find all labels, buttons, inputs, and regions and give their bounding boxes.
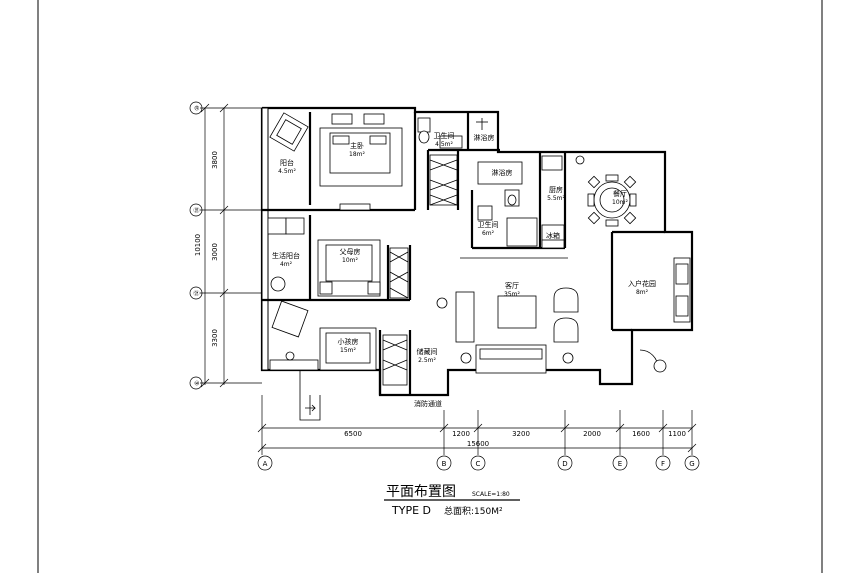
room-fridge-name: 冰箱: [546, 231, 560, 240]
room-master-area: 18m²: [349, 151, 365, 158]
dim-left-2: 3000: [211, 243, 219, 261]
axis-e: E: [618, 460, 622, 468]
dim-left-total: 10100: [194, 234, 202, 256]
axis-d: D: [562, 460, 567, 468]
axis-bubbles-bottom: A B C D E F G: [257, 455, 700, 471]
room-living-area: 35m²: [504, 291, 520, 298]
room-storage-name: 储藏间: [417, 347, 438, 356]
dim-bottom-5: 1600: [632, 430, 650, 438]
inner-walls: [262, 112, 665, 395]
axis-left-marker: [189, 101, 203, 390]
room-garden-name: 入户花园: [628, 279, 656, 288]
room-parents-name: 父母房: [340, 247, 361, 256]
caption-scale: SCALE=1:80: [472, 491, 510, 498]
room-utility-area: 4m²: [280, 261, 293, 268]
dim-bottom-6: 1100: [668, 430, 686, 438]
dim-bottom-4: 2000: [583, 430, 601, 438]
room-shower1-name: 淋浴房: [474, 133, 495, 142]
room-master-name: 主卧: [350, 141, 364, 150]
dim-bottom-3: 3200: [512, 430, 530, 438]
room-bath1-name: 卫生间: [434, 131, 455, 140]
room-corridor-name: 消防通道: [414, 399, 442, 408]
axis-bubbles-left: ⑩ ⑭ ⑫ ⑥: [193, 105, 201, 385]
room-bath2-name: 卫生间: [478, 220, 499, 229]
dim-left-1: 3800: [211, 151, 219, 169]
room-dining-area: 10m²: [612, 199, 628, 206]
left-dimensions: 3800 3000 3300 10100: [189, 101, 262, 390]
dim-bottom-total: 15600: [467, 440, 489, 448]
dim-bottom-1: 6500: [344, 430, 362, 438]
room-balcony-area: 4.5m²: [278, 168, 296, 175]
room-bath1-area: 4.5m²: [435, 141, 453, 148]
axis-g: G: [689, 460, 694, 468]
caption-type: TYPE D: [391, 504, 431, 517]
room-child-area: 15m²: [340, 347, 356, 354]
room-labels: 主卧 18m² 卫生间 4.5m² 淋浴房 阳台 4.5m² 淋浴房 厨房 5.…: [272, 131, 656, 408]
axis-left-4: ⑥: [194, 380, 201, 385]
room-bath2-area: 6m²: [482, 230, 495, 237]
axis-left-1: ⑩: [194, 105, 201, 110]
dim-bottom-2: 1200: [452, 430, 470, 438]
room-balcony-name: 阳台: [280, 158, 294, 167]
room-child-name: 小孩房: [338, 337, 359, 346]
axis-left-3: ⑫: [193, 290, 201, 296]
room-parents-area: 10m²: [342, 257, 358, 264]
room-shower2-name: 淋浴房: [492, 168, 513, 177]
axis-a: A: [263, 460, 268, 468]
caption-total-area: 总面积:150M²: [444, 505, 503, 517]
room-dining-name: 餐厅: [613, 189, 627, 198]
bottom-dimensions: 6500 1200 3200 2000 1600 1100 15600: [257, 395, 697, 455]
furniture: [267, 112, 691, 415]
axis-f: F: [661, 460, 665, 468]
room-storage-area: 2.5m²: [418, 357, 436, 364]
room-living-name: 客厅: [505, 281, 519, 290]
room-utility-name: 生活阳台: [272, 251, 300, 260]
caption: 平面布置图 SCALE=1:80 TYPE D 总面积:150M²: [384, 484, 520, 517]
room-kitchen-area: 5.5m²: [547, 195, 565, 202]
room-garden-area: 8m²: [636, 289, 649, 296]
axis-b: B: [442, 460, 447, 468]
dim-left-3: 3300: [211, 329, 219, 347]
caption-title: 平面布置图: [386, 484, 456, 500]
room-kitchen-name: 厨房: [549, 185, 563, 194]
axis-c: C: [476, 460, 481, 468]
axis-left-2: ⑭: [193, 207, 201, 213]
